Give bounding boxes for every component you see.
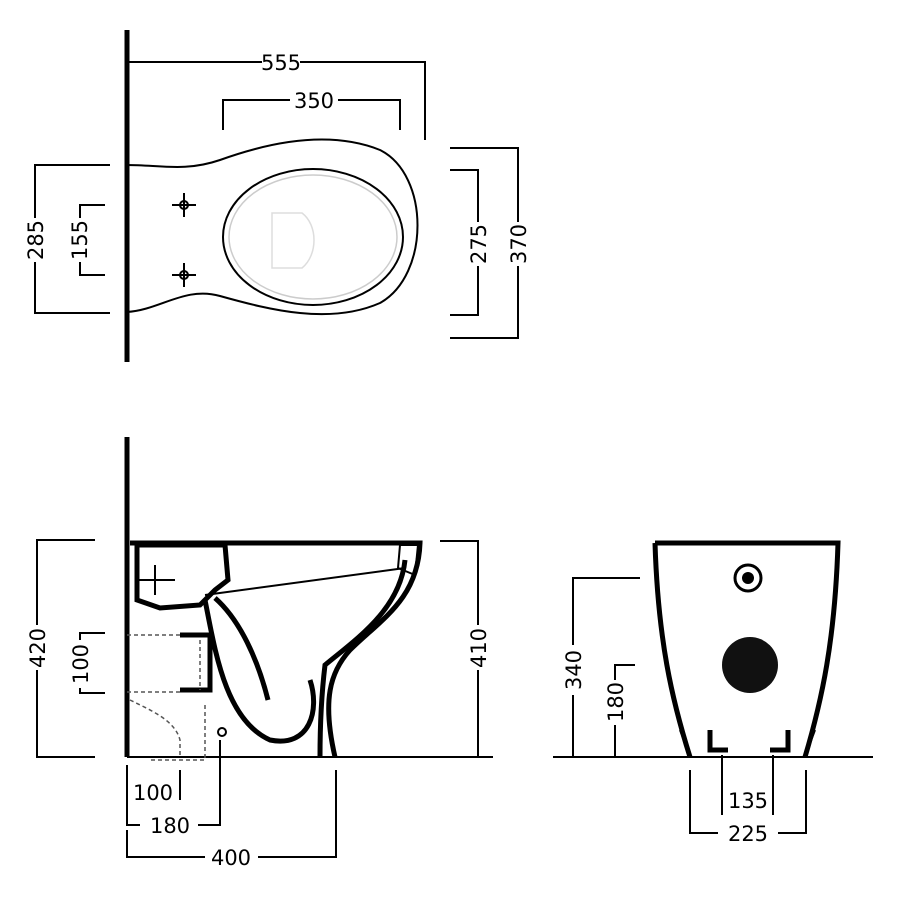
side-seat-line — [204, 567, 406, 596]
dim-135: 135 — [721, 755, 774, 815]
svg-text:180: 180 — [150, 814, 190, 838]
svg-text:135: 135 — [728, 789, 768, 813]
fixing-point — [217, 727, 227, 737]
dim-400: 400 — [126, 770, 337, 870]
side-view: 420 410 100 100 180 400 — [26, 437, 493, 870]
svg-text:340: 340 — [562, 650, 586, 690]
svg-text:100: 100 — [133, 781, 173, 805]
dim-420: 420 — [26, 539, 95, 758]
svg-text:350: 350 — [294, 89, 334, 113]
dim-555: 555 — [127, 51, 426, 140]
dim-275: 275 — [450, 169, 491, 316]
dim-370: 370 — [450, 147, 531, 339]
svg-text:180: 180 — [604, 682, 628, 722]
svg-text:370: 370 — [507, 224, 531, 264]
side-rim-detail — [396, 544, 420, 577]
side-trap-wall — [317, 559, 408, 758]
svg-text:410: 410 — [467, 628, 491, 668]
svg-text:225: 225 — [728, 822, 768, 846]
front-inlet-hole — [733, 563, 763, 593]
drain-outline — [271, 212, 315, 269]
front-body-outline — [652, 540, 841, 758]
side-outlet-pipe — [180, 632, 213, 693]
dim-340: 340 — [562, 577, 640, 757]
side-bowl-inner — [213, 596, 271, 701]
side-outlet-dashed — [127, 634, 206, 761]
svg-text:285: 285 — [24, 220, 48, 260]
bowl-outline — [126, 138, 419, 316]
top-view: 555 350 285 155 275 370 — [24, 30, 531, 362]
svg-text:155: 155 — [68, 220, 92, 260]
dim-225: 225 — [689, 770, 807, 846]
side-inlet-cross — [135, 565, 175, 595]
front-view: 340 180 135 225 — [553, 540, 873, 846]
svg-text:100: 100 — [69, 644, 93, 684]
dim-410: 410 — [440, 540, 491, 758]
dim-180-front: 180 — [604, 664, 635, 757]
dim-180: 180 — [126, 740, 221, 838]
front-outlet-hole — [722, 637, 778, 693]
side-outer-profile — [130, 540, 423, 758]
fixing-hole-upper — [172, 193, 196, 217]
front-fixing-brackets — [707, 730, 791, 753]
dim-100-vertical: 100 — [69, 632, 105, 694]
fixing-hole-lower — [172, 263, 196, 287]
svg-text:555: 555 — [261, 51, 301, 75]
dim-100-horizontal: 100 — [126, 765, 181, 805]
bowl-inner-ring — [228, 174, 398, 300]
front-base-lines — [679, 729, 816, 758]
side-inlet-housing — [134, 542, 231, 611]
dim-285: 285 — [24, 164, 110, 314]
svg-text:420: 420 — [26, 628, 50, 668]
bowl-opening — [222, 168, 404, 306]
svg-text:275: 275 — [467, 224, 491, 264]
svg-text:400: 400 — [211, 846, 251, 870]
side-bowl-profile — [202, 599, 317, 744]
dim-350: 350 — [222, 89, 401, 130]
dim-155: 155 — [68, 204, 105, 276]
